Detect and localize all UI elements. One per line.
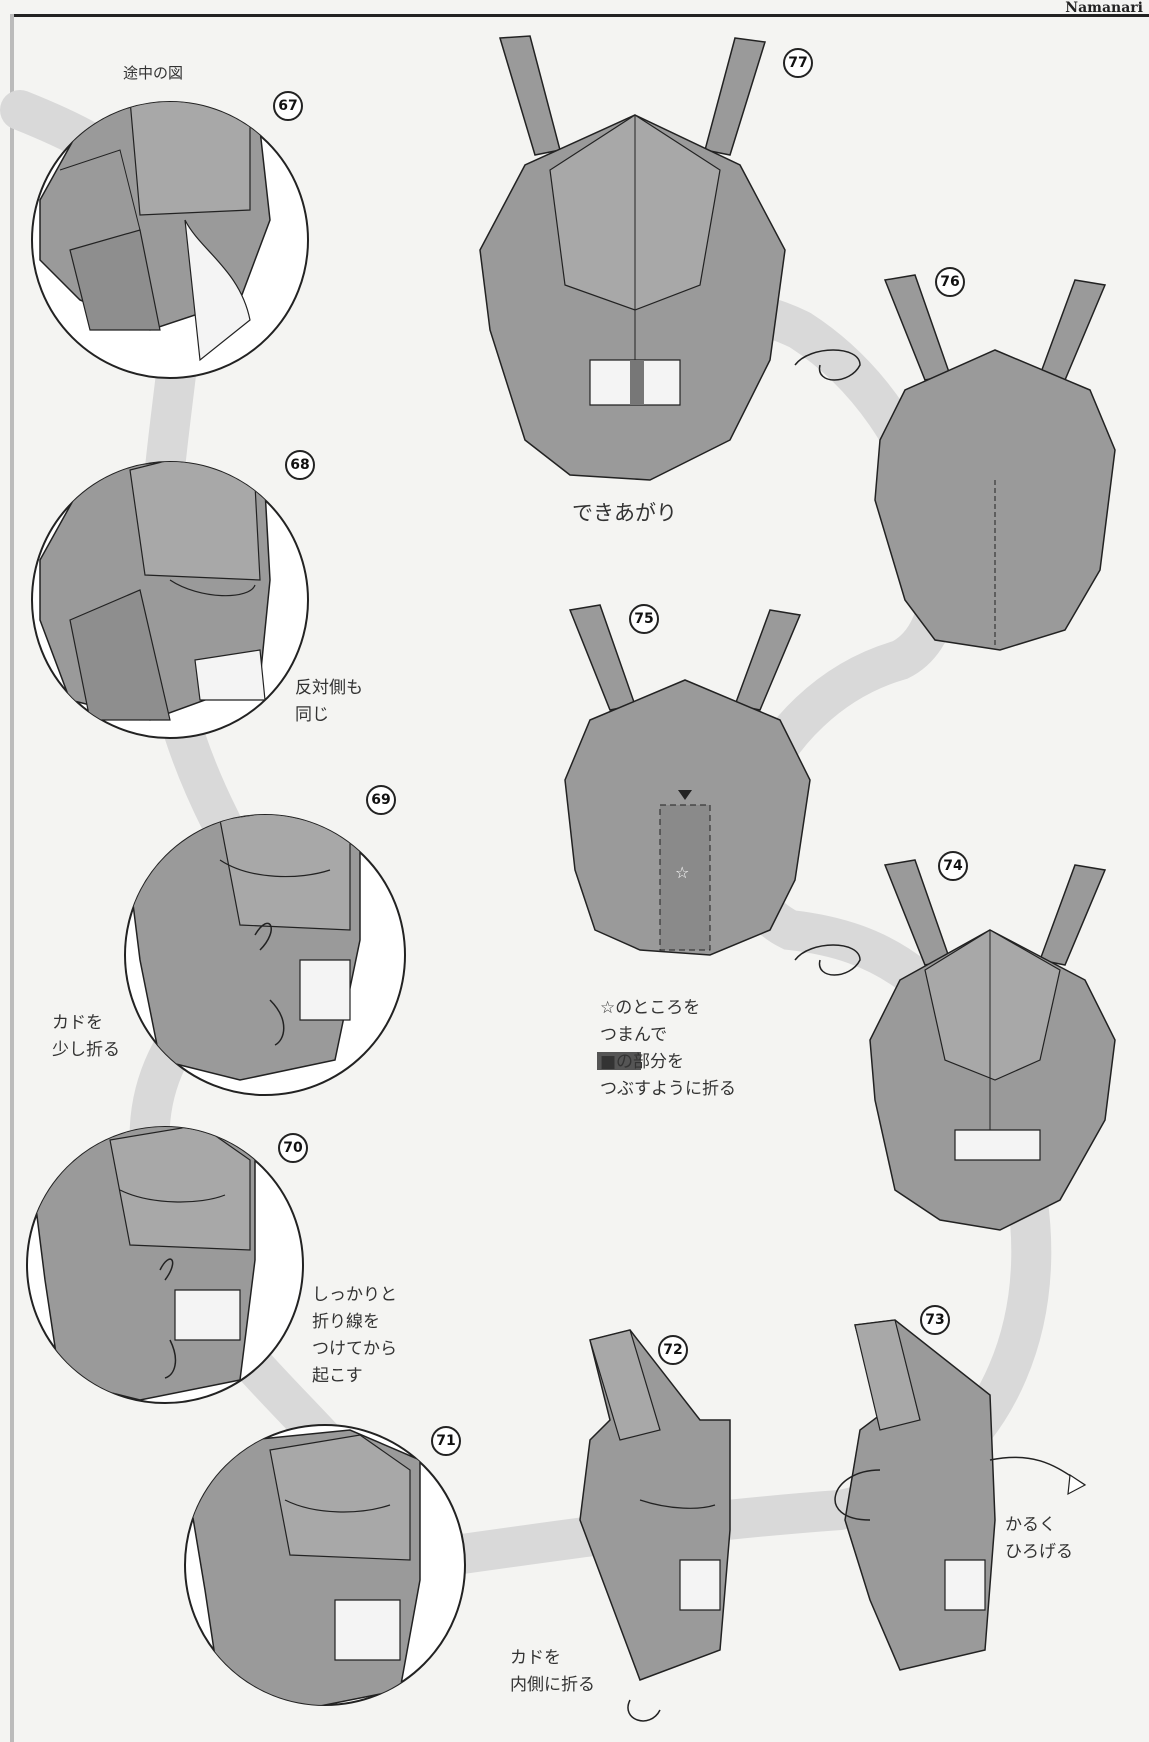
step-number-68: 68 <box>285 450 315 480</box>
step-76-figure <box>874 274 1116 651</box>
svg-text:☆: ☆ <box>675 863 689 882</box>
step-number-71: 71 <box>431 1426 461 1456</box>
step-number-77: 77 <box>783 48 813 78</box>
step-72-figure <box>579 1329 731 1722</box>
step-number-74: 74 <box>938 851 968 881</box>
step-75-note: ☆のところを つまんで ■の部分を つぶすように折る <box>600 998 736 1099</box>
step-number-67: 67 <box>273 91 303 121</box>
step-77-figure <box>479 35 786 481</box>
step-74-figure <box>869 859 1116 1231</box>
step-number-76: 76 <box>935 267 965 297</box>
step-73-figure <box>834 1319 1087 1671</box>
step-number-75: 75 <box>629 604 659 634</box>
step-number-69: 69 <box>366 785 396 815</box>
turn-over-arrow-mid <box>794 944 861 976</box>
step-67-figure <box>31 101 309 379</box>
step-number-70: 70 <box>278 1133 308 1163</box>
step-70-note: しっかりと 折り線を つけてから 起こす <box>312 1285 397 1386</box>
step-number-72: 72 <box>658 1335 688 1365</box>
dark-region-swatch <box>597 1052 641 1070</box>
step-67-caption: 途中の図 <box>123 64 184 82</box>
turn-over-arrow-top <box>794 349 861 381</box>
step-73-note: かるく ひろげる <box>1005 1515 1073 1562</box>
step-77-caption: できあがり <box>572 501 677 525</box>
step-75-figure: ☆ <box>564 604 811 956</box>
step-69-note: カドを 少し折る <box>52 1013 120 1060</box>
header-rule <box>14 14 1149 17</box>
step-68-note: 反対側も 同じ <box>295 678 363 725</box>
step-72-note: カドを 内側に折る <box>510 1648 595 1695</box>
step-number-73: 73 <box>920 1305 950 1335</box>
header-title: Namanari <box>1065 0 1143 16</box>
step-68-figure <box>31 461 309 739</box>
step-70-figure <box>26 1126 304 1404</box>
page-left-border <box>10 14 14 1742</box>
step-71-figure <box>184 1424 466 1706</box>
step-69-figure <box>124 814 406 1096</box>
